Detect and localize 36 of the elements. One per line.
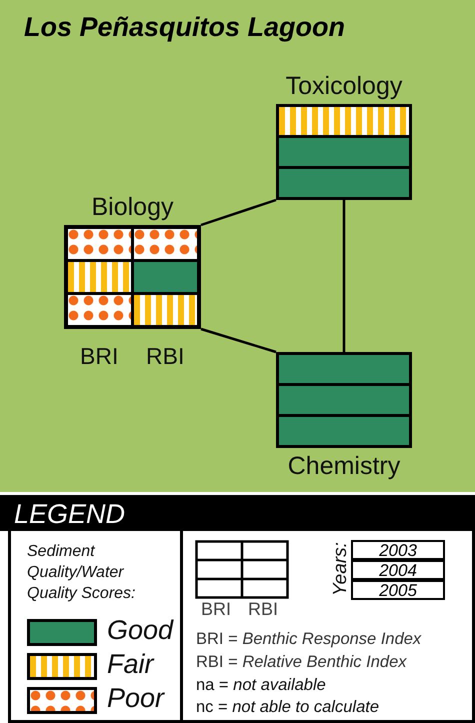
score-cell [134,229,197,259]
score-cell [279,417,409,445]
column-label: BRI [201,599,232,620]
legend-heading: LEGEND [14,499,126,530]
column-label: RBI [146,343,184,370]
score-cell [279,386,409,414]
score-cell [68,229,131,259]
definition-text: RBI = Relative Benthic Index [196,653,406,672]
connector-line [200,328,276,354]
year-box: 2005 [351,580,445,600]
connector-line [200,198,276,226]
score-cell [68,262,131,292]
legend-label: Fair [107,649,154,680]
score-cell [134,295,197,325]
axis-label: Years: [330,542,352,596]
score-cell [279,355,409,383]
score-cell [279,169,409,197]
group-heading: Chemistry [286,451,402,482]
score-cell [68,295,131,325]
definition-text: BRI = Benthic Response Index [196,630,422,649]
legend-subtitle: Sediment Quality/Water Quality Scores: [27,542,136,604]
group-heading: Biology [90,192,174,223]
legend-label: Good [107,615,174,646]
connector-line [342,200,346,352]
column-label: BRI [80,343,118,370]
score-cell [134,262,197,292]
column-label: RBI [248,599,278,620]
title: Los Peñasquitos Lagoon [24,12,346,43]
score-cell [279,138,409,166]
year-box: 2004 [351,560,445,580]
definition-text: nc = not able to calculate [196,698,380,717]
year-box: 2003 [351,540,445,560]
legend-label: Poor [107,683,164,714]
group-heading: Toxicology [284,71,404,102]
definition-text: na = not available [196,676,326,695]
score-cell [279,107,409,135]
